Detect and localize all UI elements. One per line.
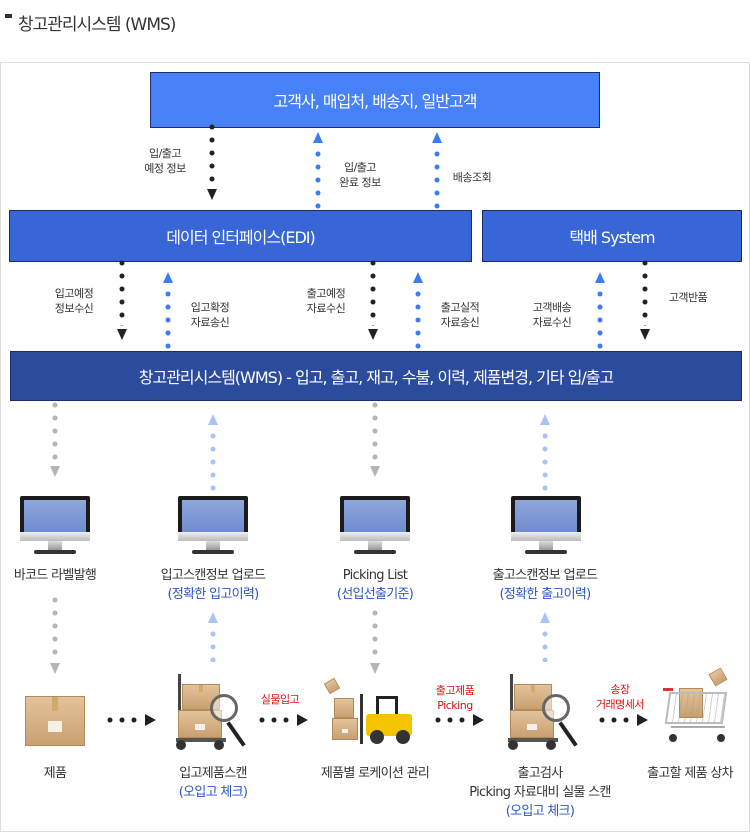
- flow-label-line: 자료수신: [532, 316, 572, 329]
- terminal-label: 출고스캔정보 업로드: [492, 568, 598, 583]
- flow-label-line: 고객반품: [668, 291, 708, 304]
- arrow-right-icon: [432, 714, 484, 726]
- arrow-down-icon: [369, 607, 381, 674]
- title-bullet-icon: [5, 14, 12, 18]
- transition-label-line: 거래명세서: [595, 698, 645, 711]
- flow-label-line: 예정 정보: [144, 162, 186, 175]
- transition-label: 실물입고: [250, 692, 310, 707]
- arrow-up-icon: [539, 612, 551, 662]
- flow-label-line: 출고실적: [440, 301, 480, 314]
- flow-label-line: 자료수신: [306, 302, 346, 315]
- arrow-up-icon: [162, 272, 174, 352]
- wms-box: 창고관리시스템(WMS) - 입고, 출고, 재고, 수불, 이력, 제품변경,…: [10, 351, 742, 401]
- flow-label-line: 완료 정보: [339, 176, 381, 189]
- flow-label-line: 입/출고: [343, 161, 377, 174]
- terminal-note: (정확한 출고이력): [499, 587, 592, 602]
- flow-label-line: 입/출고: [148, 147, 182, 160]
- arrow-up-icon: [431, 132, 443, 212]
- arrow-right-icon: [596, 714, 648, 726]
- flow-label-line: 입고확정: [190, 301, 230, 314]
- arrow-down-icon: [369, 399, 381, 477]
- process-label: 출고할 제품 상차: [647, 766, 733, 781]
- process-note: (오입고 체크): [505, 804, 575, 819]
- arrow-down-icon: [367, 257, 379, 340]
- edi-box: 데이터 인터페이스(EDI): [9, 210, 472, 262]
- arrow-up-icon: [312, 132, 324, 212]
- page-title: 창고관리시스템 (WMS): [18, 15, 176, 35]
- process-note: (오입고 체크): [178, 785, 248, 800]
- monitor-icon: [20, 496, 90, 558]
- arrow-down-icon: [116, 257, 128, 340]
- arrow-right-icon: [256, 714, 308, 726]
- arrow-down-icon: [49, 399, 61, 477]
- arrow-up-icon: [539, 414, 551, 494]
- transition-label-line: 실물입고: [260, 693, 300, 706]
- arrow-down-icon: [206, 121, 218, 200]
- customers-box: 고객사, 매입처, 배송지, 일반고객: [150, 72, 600, 128]
- forklift-icon: [320, 676, 420, 748]
- flow-label-line: 출고예정: [306, 287, 346, 300]
- product-box-icon: [25, 696, 85, 746]
- shopping-cart-icon: [655, 666, 735, 750]
- flow-label-line: 자료송신: [190, 316, 230, 329]
- arrow-down-icon: [639, 257, 651, 340]
- arrow-up-icon: [594, 272, 606, 352]
- process-label: 출고검사: [517, 766, 563, 781]
- flow-label-line: 배송조회: [452, 171, 492, 184]
- hand-truck-scan-icon: [502, 664, 587, 752]
- terminal-note: (정확한 입고이력): [167, 587, 260, 602]
- flow-label: 배송조회: [447, 170, 497, 185]
- monitor-icon: [511, 496, 581, 558]
- terminal-note: (선입선출기준): [336, 587, 414, 602]
- transition-label-line: 출고제품: [435, 684, 475, 697]
- flow-label-line: 자료송신: [440, 316, 480, 329]
- hand-truck-scan-icon: [170, 664, 255, 752]
- terminal-label: 바코드 라벨발행: [13, 568, 97, 583]
- courier-system-box: 택배 System: [482, 210, 742, 262]
- flow-label-line: 정보수신: [54, 302, 94, 315]
- flow-label: 고객반품: [658, 290, 718, 305]
- arrow-down-icon: [49, 594, 61, 674]
- process-label: 입고제품스캔: [179, 766, 247, 781]
- terminal-label: Picking List: [342, 568, 408, 583]
- process-label: 제품별 로케이션 관리: [320, 766, 430, 781]
- arrow-up-icon: [412, 272, 424, 352]
- monitor-icon: [178, 496, 248, 558]
- transition-label: 출고제품 Picking: [425, 683, 485, 713]
- process-label: 제품: [43, 766, 67, 781]
- flow-label-line: 입고예정: [54, 287, 94, 300]
- arrow-up-icon: [207, 612, 219, 662]
- transition-label-line: 송장: [610, 683, 630, 696]
- arrow-right-icon: [104, 714, 156, 726]
- transition-label-line: Picking: [437, 699, 473, 712]
- monitor-icon: [340, 496, 410, 558]
- flow-label-line: 고객배송: [532, 301, 572, 314]
- process-label: Picking 자료대비 실물 스캔: [469, 785, 611, 800]
- terminal-label: 입고스캔정보 업로드: [160, 568, 266, 583]
- arrow-up-icon: [207, 414, 219, 494]
